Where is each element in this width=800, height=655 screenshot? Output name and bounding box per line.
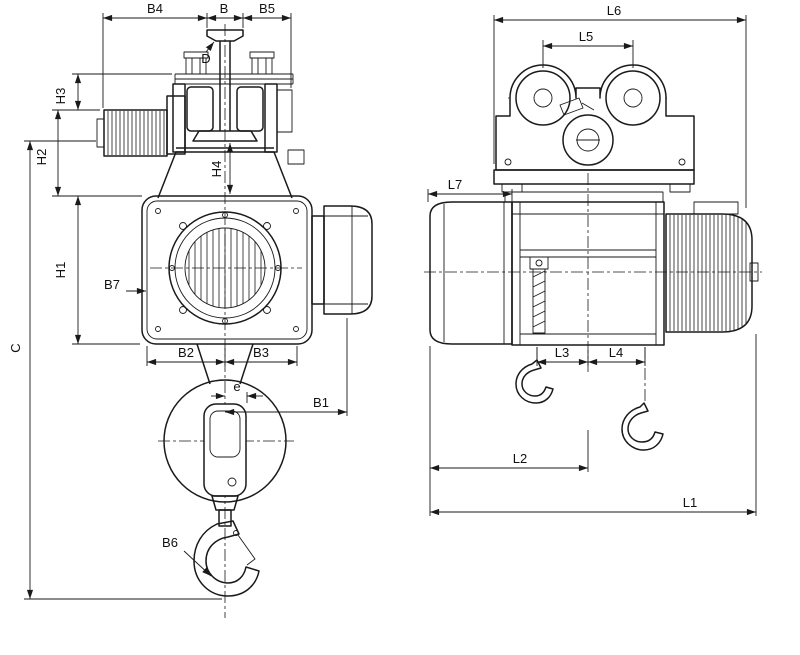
trolley-wheel-side-right [605,70,661,126]
hook-position-1 [515,359,554,404]
trolley-wheel-side-left [515,70,571,126]
body-corner-bolts [155,208,299,332]
travel-motor-fins [107,111,165,155]
dim-label-e: e [233,379,240,394]
leader-d [205,41,215,53]
trolley-wheel-left [186,86,214,132]
travel-gearbox [166,95,186,155]
hook-plate-window [209,410,241,458]
trolley-side [493,64,695,203]
dim-label-l3: L3 [555,345,569,360]
beam-bottom-flange [192,130,258,142]
hook-safety-latch [237,534,256,566]
dim-label-h1: H1 [53,262,68,279]
limit-switch-box [287,149,305,165]
side-hooks [515,359,664,451]
dim-label-b4: B4 [147,1,163,16]
mounting-bracket [504,191,664,203]
fan-grille-rim [184,227,266,309]
rope-guide-head [529,256,549,270]
suspension-bolt-cap [249,51,275,59]
body-side [429,201,759,346]
dim-label-b3: B3 [253,345,269,360]
terminal-box [693,201,739,215]
trolley-crossbar [174,73,294,85]
travel-motor-cap [96,118,105,148]
suspension-bolt [185,57,207,75]
dim-label-h2: H2 [34,149,49,166]
trolley-side-plate-left [172,83,186,153]
second-motor [665,213,753,333]
hook-crossbar [211,495,239,511]
trolley-foot-right [669,183,691,193]
beam-web [219,41,231,131]
second-motor-fins [669,215,747,331]
sheave-housing [163,379,287,503]
dim-label-b2: B2 [178,345,194,360]
dim-label-l1: L1 [683,495,697,510]
dim-label-c: C [8,343,23,352]
trolley-wheel-right [236,86,264,132]
dim-label-h4: H4 [209,161,224,178]
dim-label-b: B [220,1,229,16]
suspension-yoke [157,147,293,199]
hoist-body [141,195,313,345]
trolley-base [493,169,695,185]
dim-label-l4: L4 [609,345,623,360]
hook [193,520,260,597]
suspension-bolt [251,57,273,75]
travel-motor-body [103,109,168,157]
dim-label-h3: H3 [53,88,68,105]
body-inner [146,200,308,340]
hook-block [163,343,287,597]
fan-grille [188,229,262,307]
dim-label-l6: L6 [607,3,621,18]
brake-neck [311,215,325,305]
dim-label-l2: L2 [513,451,527,466]
shaft-cap [749,262,759,282]
gear-frame [511,201,665,346]
brake-housing [311,205,373,315]
fan-cover-screws [169,212,281,324]
dim-label-b7: B7 [104,277,120,292]
fan-cover-outer [168,211,282,325]
hook-shank [218,509,232,527]
front-dimensions: B4 B B5 D H3 H2 H1 H4 C B7 B2 B3 e B1 B6 [8,1,348,600]
beam-top-flange [206,29,244,42]
dim-label-b5: B5 [259,1,275,16]
suspension-eye [562,114,614,166]
rope-guide-strip [532,268,546,334]
trolley-side-plate-right [264,83,278,153]
brake-cylinder [323,205,373,315]
trolley-arm [276,89,293,133]
dim-label-b6: B6 [162,535,178,550]
leader-b6 [183,550,212,577]
hoist-motor [429,201,513,345]
hook-position-2 [621,402,664,451]
dim-label-b1: B1 [313,395,329,410]
dim-label-l7: L7 [448,177,462,192]
dim-label-d: D [201,51,210,66]
side-dimensions: L6 L5 L7 L3 L4 L2 L1 [427,3,757,516]
rating-tag [559,97,595,116]
fan-cover-ring [174,217,276,319]
travel-motor [96,95,186,157]
beam-and-trolley [157,29,305,199]
dim-label-l5: L5 [579,29,593,44]
hook-plate-bolt [227,477,237,487]
latch-pivot [233,530,239,536]
